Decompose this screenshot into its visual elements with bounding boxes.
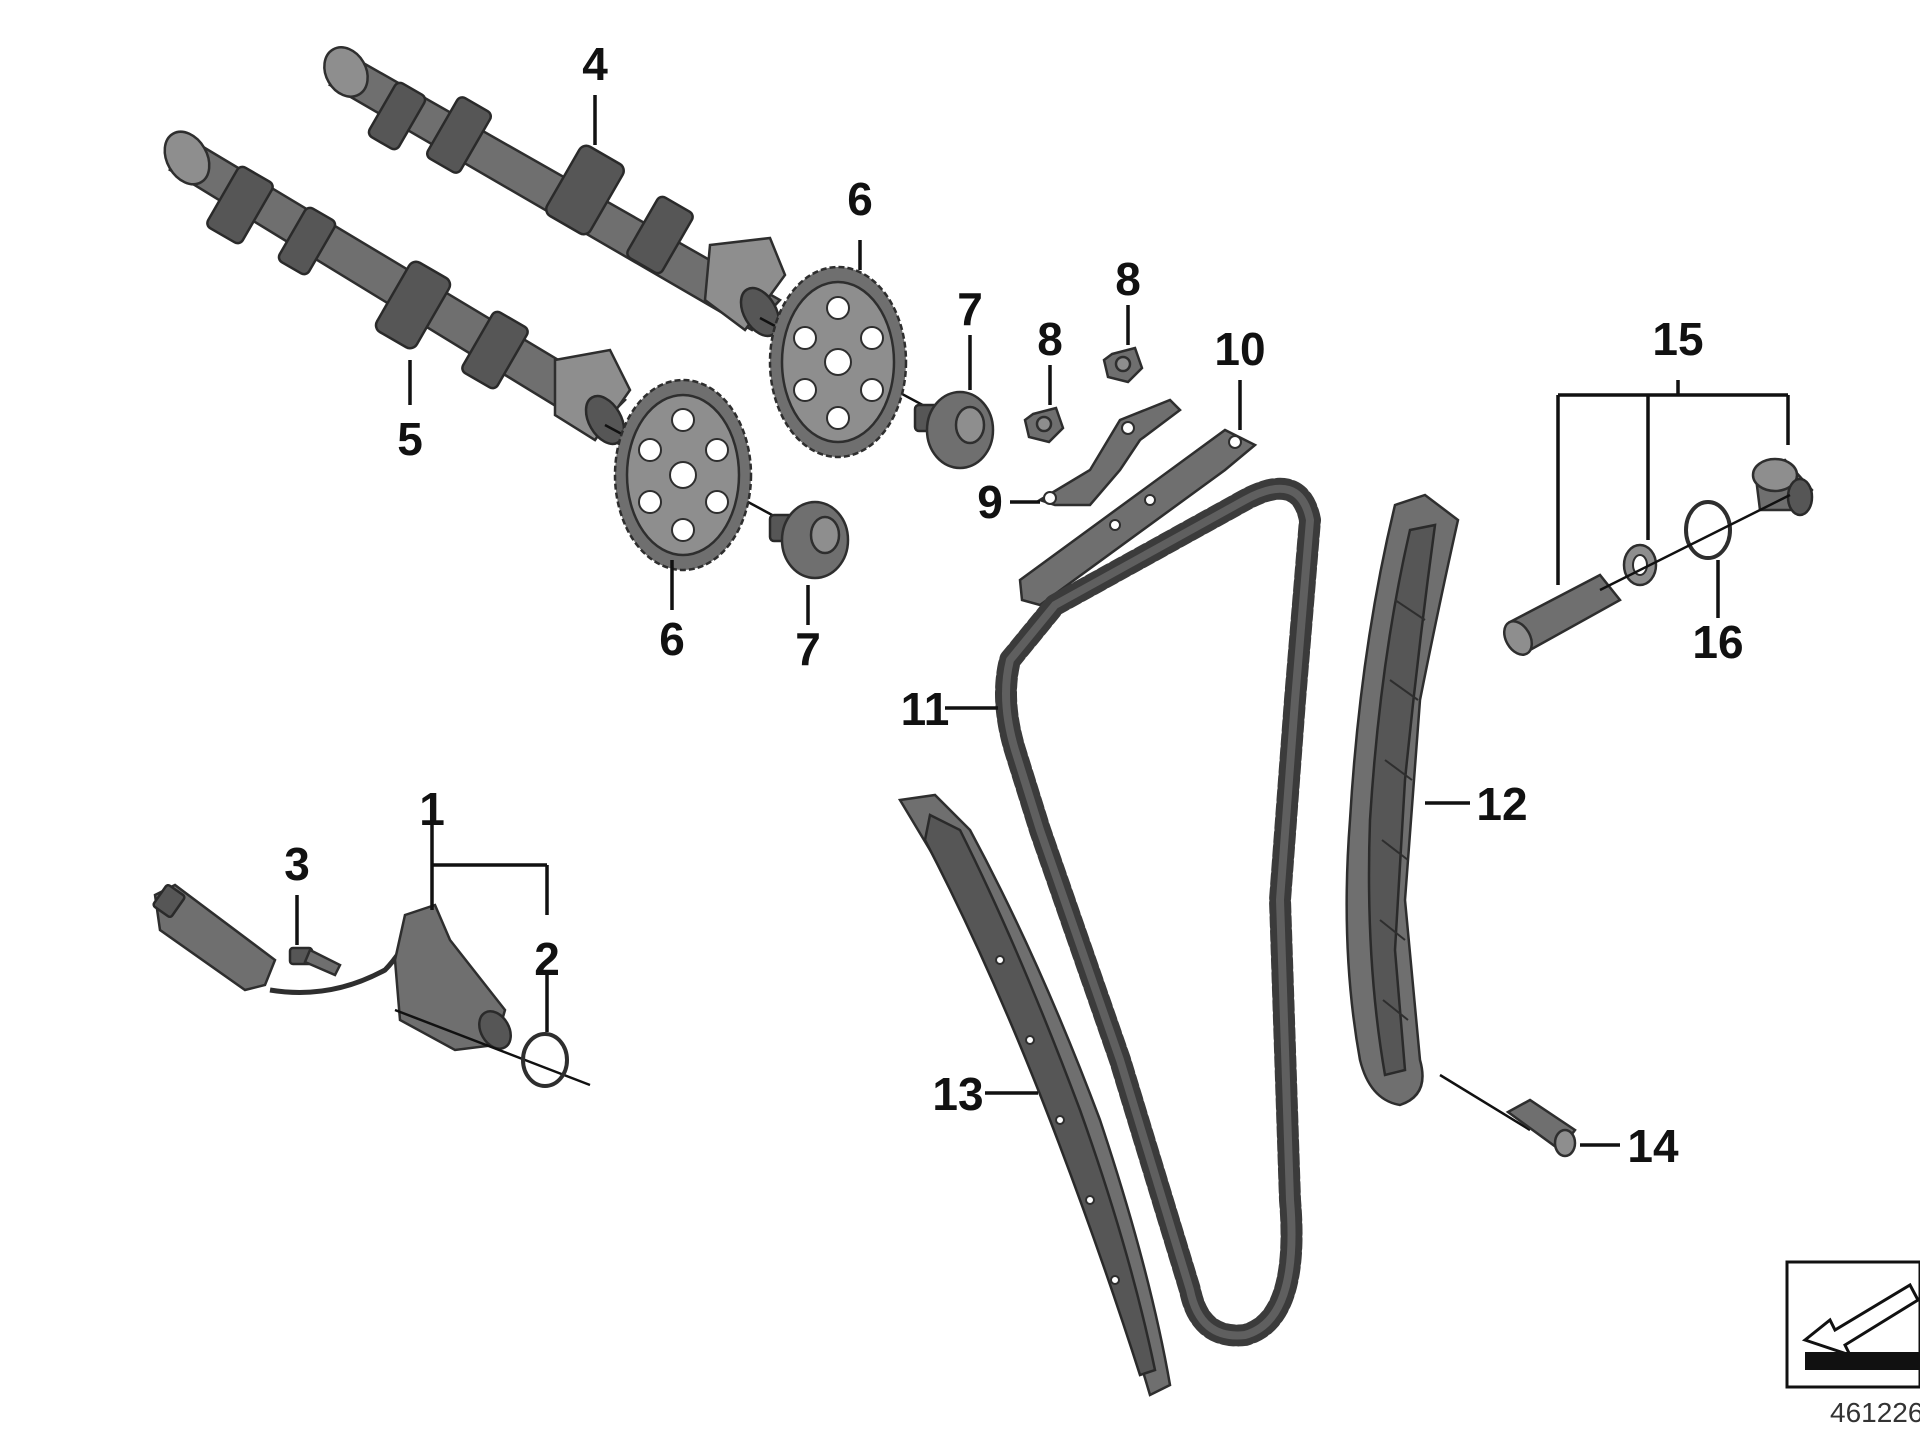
callout-12: 12 [1476,778,1527,830]
timing-chain [995,477,1321,1347]
drawing-number: 461226 [1830,1397,1920,1428]
callout-16: 16 [1692,616,1743,668]
tensioner-axis-line [1599,493,1791,592]
direction-arrow-icon [1785,1260,1920,1389]
callout-10: 10 [1214,323,1265,375]
sprocket-upper [768,265,908,459]
callout-9: 9 [977,476,1003,528]
callout-3: 3 [284,838,310,890]
callout-14: 14 [1627,1120,1679,1172]
leader-lines [295,95,1790,1147]
sensor-bolt [288,946,342,977]
nut-right [1102,346,1144,384]
guide-rail [897,793,1172,1397]
sprocket-bolt-lower [768,500,850,580]
intake-camshaft [323,46,787,338]
seal-ring [1684,500,1732,560]
callout-8-left: 8 [1037,313,1063,365]
sensor-o-ring [521,1032,569,1088]
sprocket-bolt-upper [913,390,995,470]
tensioner-rail [1345,493,1460,1107]
callout-1: 1 [419,783,445,835]
exhaust-camshaft [163,130,632,446]
sprocket-lower [613,378,753,572]
camshaft-sensor [152,883,512,1052]
nut-left [1023,406,1065,444]
callout-7-upper: 7 [957,283,983,335]
upper-chain-guide [1018,428,1258,607]
pivot-pin [1505,1098,1577,1158]
tensioner-plug [1751,457,1814,517]
pin-axis-line [1439,1073,1531,1132]
callout-8-right: 8 [1115,253,1141,305]
callout-5: 5 [397,413,423,465]
callout-6-lower: 6 [659,613,685,665]
callout-6-upper: 6 [847,173,873,225]
callout-2: 2 [534,933,560,985]
chain-guide-bracket [1037,398,1182,507]
callout-13: 13 [932,1068,983,1120]
tensioner-plunger [1503,573,1622,656]
callout-7-lower: 7 [795,623,821,675]
sensor-axis-line [394,1008,591,1087]
callout-4: 4 [582,38,608,90]
callout-11: 11 [901,683,950,735]
callout-15: 15 [1652,313,1703,365]
